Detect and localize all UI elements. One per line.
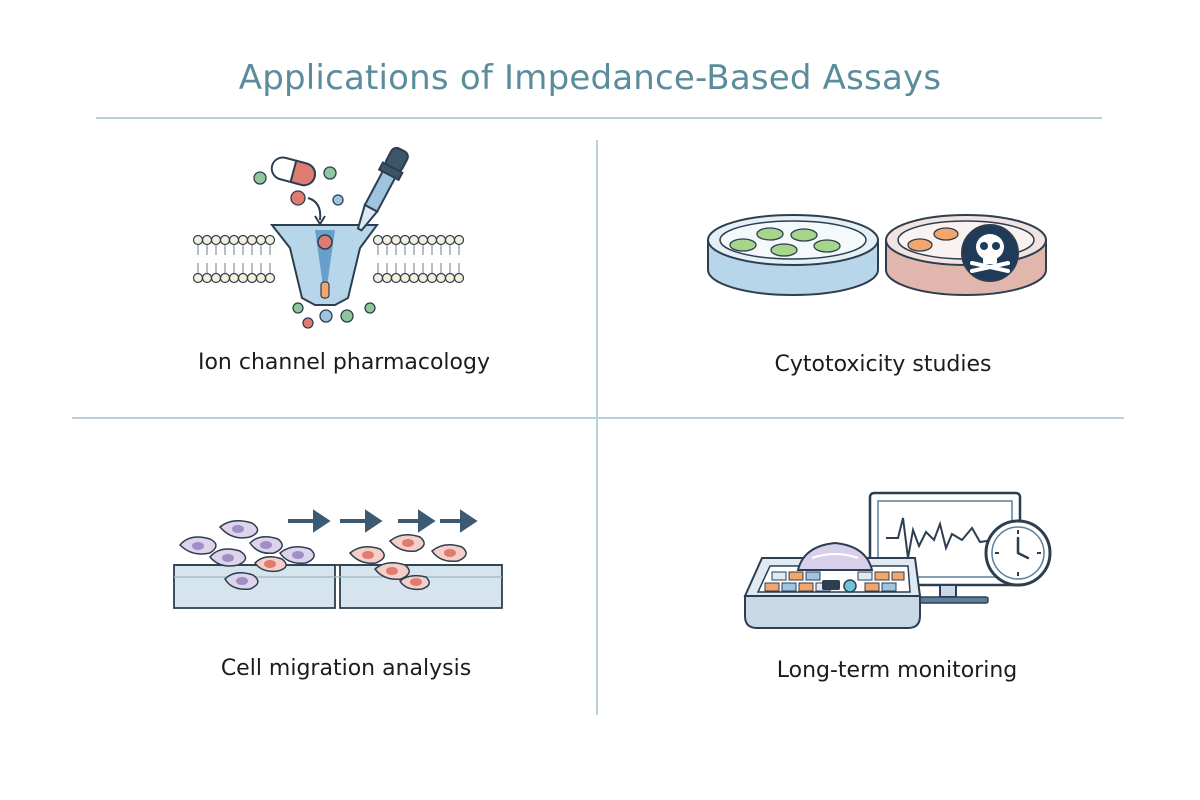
ion-channel-membrane-icon (192, 146, 465, 329)
horizontal-divider (72, 417, 1124, 419)
title-divider (96, 117, 1102, 119)
petri-dishes-skull-icon (707, 214, 1047, 296)
panel-caption-cell-migration: Cell migration analysis (220, 656, 472, 681)
panel-caption-long-term: Long-term monitoring (776, 658, 1018, 683)
panel-caption-ion-channel: Ion channel pharmacology (197, 350, 490, 375)
vertical-divider (596, 140, 598, 715)
migrating-cells-icon (173, 509, 503, 609)
plate-monitor-clock-icon (743, 491, 1052, 629)
panel-caption-cytotoxicity: Cytotoxicity studies (774, 352, 992, 377)
page-title: Applications of Impedance-Based Assays (238, 58, 942, 98)
